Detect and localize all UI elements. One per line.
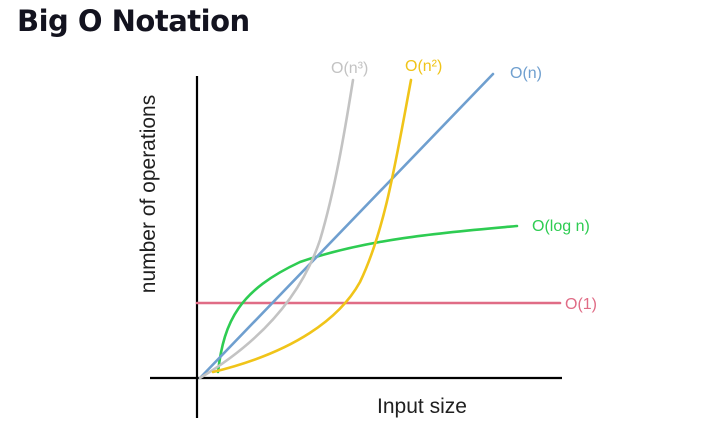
series-label-constant: O(1) bbox=[565, 296, 597, 313]
series-label-quadratic: O(n²) bbox=[405, 58, 442, 75]
series-label-cubic: O(n³) bbox=[331, 60, 368, 77]
y-axis-title: number of operations bbox=[137, 95, 160, 293]
series-line-cubic bbox=[198, 78, 355, 380]
page-title: Big O Notation bbox=[17, 4, 250, 38]
series-label-logarithmic: O(log n) bbox=[532, 218, 590, 235]
series-line-logarithmic bbox=[216, 224, 519, 374]
series-layer: O(1) O(log n) O(n) O(n³) O(n²) bbox=[195, 58, 597, 380]
axes bbox=[150, 76, 562, 418]
series-line-quadratic bbox=[211, 78, 413, 374]
series-label-linear: O(n) bbox=[510, 65, 542, 82]
series-line-linear bbox=[198, 72, 495, 380]
x-axis-title: Input size bbox=[377, 395, 467, 418]
